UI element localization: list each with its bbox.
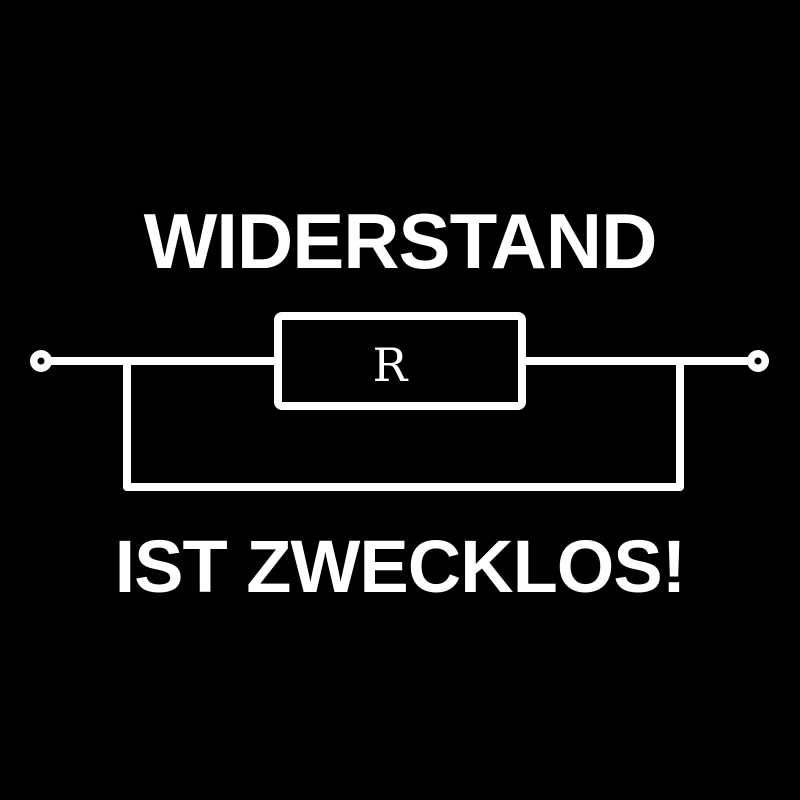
headline-top: WIDERSTAND: [143, 197, 658, 285]
headline-bottom: IST ZWECKLOS!: [114, 525, 687, 608]
terminal-right-icon: [747, 350, 769, 372]
resistor-label: R: [373, 338, 409, 392]
resistor-body: [274, 312, 526, 410]
bypass-wire: [123, 361, 684, 491]
terminal-left-icon: [30, 350, 52, 372]
